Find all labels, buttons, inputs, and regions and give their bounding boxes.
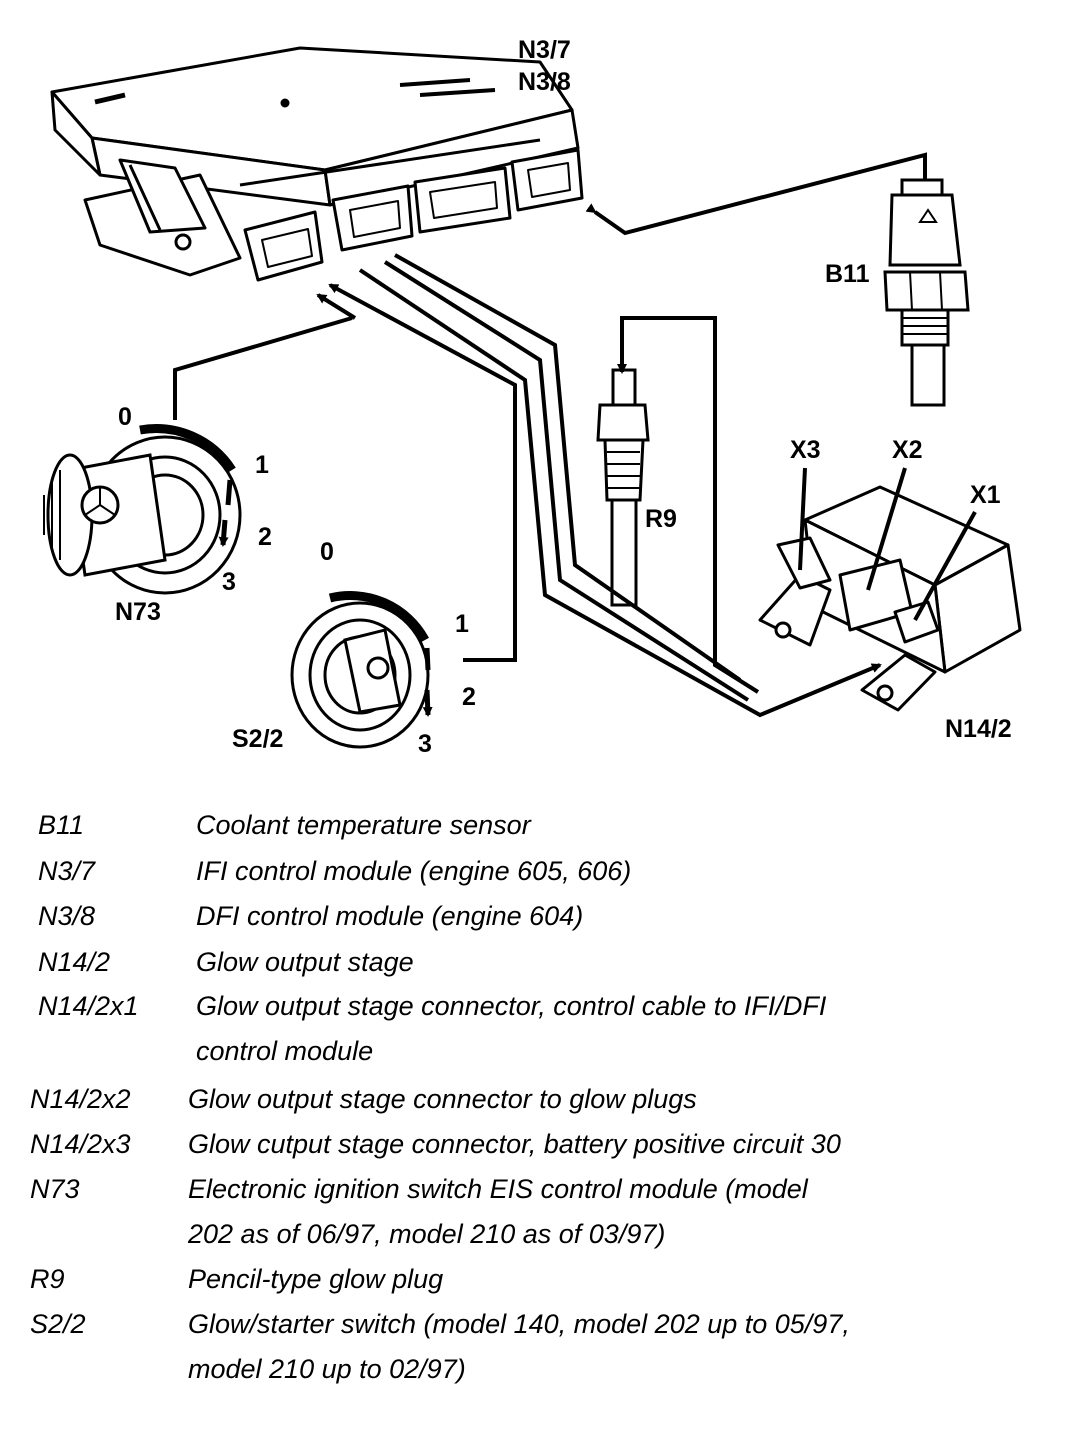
glow-plug-drawing — [596, 368, 650, 607]
n73-position-1: 1 — [255, 451, 269, 479]
legend-description: Pencil-type glow plug — [188, 1264, 444, 1294]
coolant-sensor-drawing — [883, 178, 970, 407]
legend-description: 202 as of 06/97, model 210 as of 03/97) — [188, 1219, 666, 1249]
control-module-drawing — [50, 46, 584, 282]
n73-ignition-switch-drawing — [43, 424, 242, 595]
component-legend: B11 Coolant temperature sensor N3/7 IFI … — [0, 800, 1072, 1420]
n73-position-0: 0 — [118, 403, 132, 431]
label-b11: B11 — [825, 260, 870, 288]
s22-position-3: 3 — [418, 730, 432, 758]
legend-description: control module — [196, 1036, 374, 1066]
label-n73: N73 — [115, 598, 161, 626]
legend-code: N3/7 — [38, 856, 96, 886]
legend-description: Glow cutput stage connector, battery pos… — [188, 1129, 841, 1159]
legend-code: N14/2x1 — [38, 991, 139, 1021]
legend-description: Glow output stage connector, control cab… — [196, 991, 827, 1021]
label-n3-7: N3/7 — [518, 36, 571, 64]
glow-output-stage-drawing — [758, 485, 1022, 712]
legend-code: S2/2 — [30, 1309, 86, 1339]
legend-code: N73 — [30, 1174, 80, 1204]
glow-system-diagram: N3/7 N3/8 B11 R9 X3 X2 X1 N73 S2/2 N14/2… — [43, 36, 1022, 758]
legend-description: Glow output stage connector to glow plug… — [188, 1084, 697, 1114]
legend-code: N14/2 — [38, 947, 111, 977]
legend-description: IFI control module (engine 605, 606) — [196, 856, 632, 886]
s22-position-2: 2 — [462, 683, 476, 711]
legend-code: B11 — [38, 810, 85, 840]
legend-description: Electronic ignition switch EIS control m… — [188, 1174, 808, 1204]
label-x1: X1 — [970, 481, 1001, 509]
legend-code: N14/2x2 — [30, 1084, 131, 1114]
legend-code: R9 — [30, 1264, 65, 1294]
legend-code: N3/8 — [38, 901, 96, 931]
n73-position-2: 2 — [258, 523, 272, 551]
label-s2-2: S2/2 — [232, 725, 283, 753]
legend-description: Glow/starter switch (model 140, model 20… — [188, 1309, 850, 1339]
s22-position-1: 1 — [455, 610, 469, 638]
legend-description: model 210 up to 02/97) — [188, 1354, 466, 1384]
legend-code: N14/2x3 — [30, 1129, 131, 1159]
s22-glow-starter-switch-drawing — [290, 591, 428, 749]
legend-description: Glow output stage — [196, 947, 414, 977]
wiring — [173, 152, 977, 718]
label-r9: R9 — [645, 505, 677, 533]
label-n3-8: N3/8 — [518, 68, 571, 96]
label-x3: X3 — [790, 436, 821, 464]
label-n14-2: N14/2 — [945, 715, 1012, 743]
legend-description: Coolant temperature sensor — [196, 810, 531, 840]
label-x2: X2 — [892, 436, 923, 464]
n73-position-3: 3 — [222, 568, 236, 596]
s22-position-0: 0 — [320, 538, 334, 566]
legend-description: DFI control module (engine 604) — [196, 901, 584, 931]
